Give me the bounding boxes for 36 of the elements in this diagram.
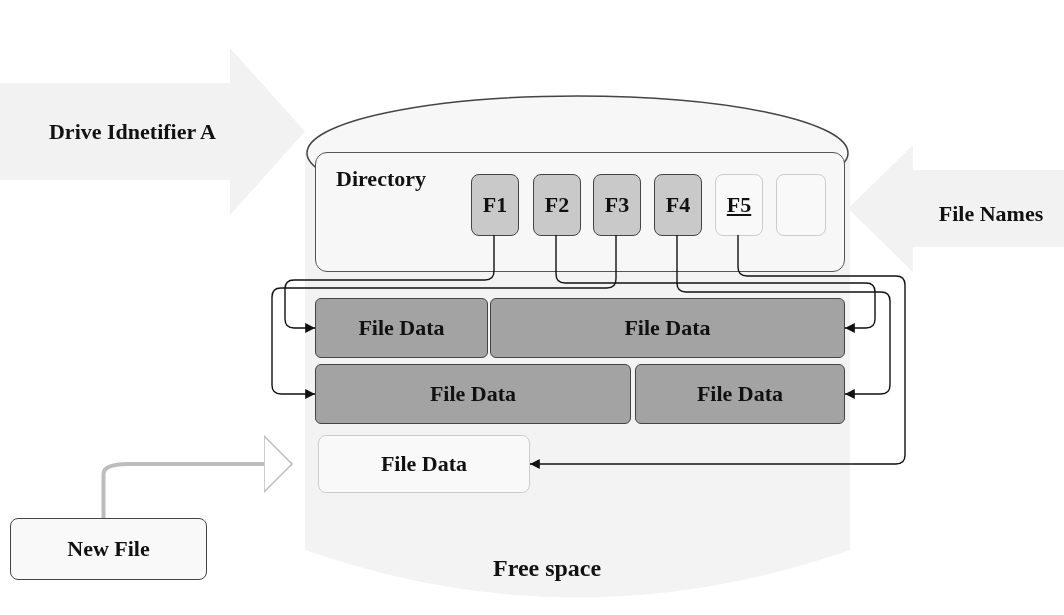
- node-label: File Data: [624, 314, 711, 343]
- directory-panel: [315, 152, 845, 272]
- node-label: File Names: [938, 199, 1044, 228]
- node-label: File Data: [358, 314, 445, 343]
- data-block: [490, 298, 845, 358]
- data-block: [635, 364, 845, 424]
- data-block: [318, 435, 530, 493]
- block-arrow: [0, 48, 305, 215]
- node-label: F5: [726, 191, 752, 220]
- file-tab: [776, 174, 826, 236]
- arrow: [529, 234, 906, 469]
- arrow: [555, 234, 876, 333]
- node-label: File Data: [429, 380, 517, 409]
- area-label: Free space: [493, 555, 602, 582]
- file-tab: [654, 174, 702, 236]
- file-tab: [533, 174, 581, 236]
- node-label: F4: [665, 191, 691, 220]
- node-label: File Data: [380, 450, 468, 479]
- arrow: [271, 234, 617, 399]
- node-label: New File: [67, 535, 150, 564]
- file-tab: [593, 174, 641, 236]
- block-arrow: [848, 145, 1064, 272]
- node-label: File Data: [696, 380, 784, 409]
- node-label: F3: [604, 191, 630, 220]
- file-box: [10, 518, 207, 580]
- file-tab: [715, 174, 763, 236]
- node-label: F2: [544, 191, 570, 220]
- file-tab: [471, 174, 519, 236]
- arrow: [676, 234, 891, 399]
- arrow: [284, 234, 495, 333]
- node-label: Directory: [336, 165, 426, 193]
- node-label: Drive Idnetifier A: [49, 117, 216, 146]
- data-block: [315, 364, 631, 424]
- node-label: F1: [482, 191, 508, 220]
- block-arrow-connector: [101, 435, 293, 518]
- data-block: [315, 298, 488, 358]
